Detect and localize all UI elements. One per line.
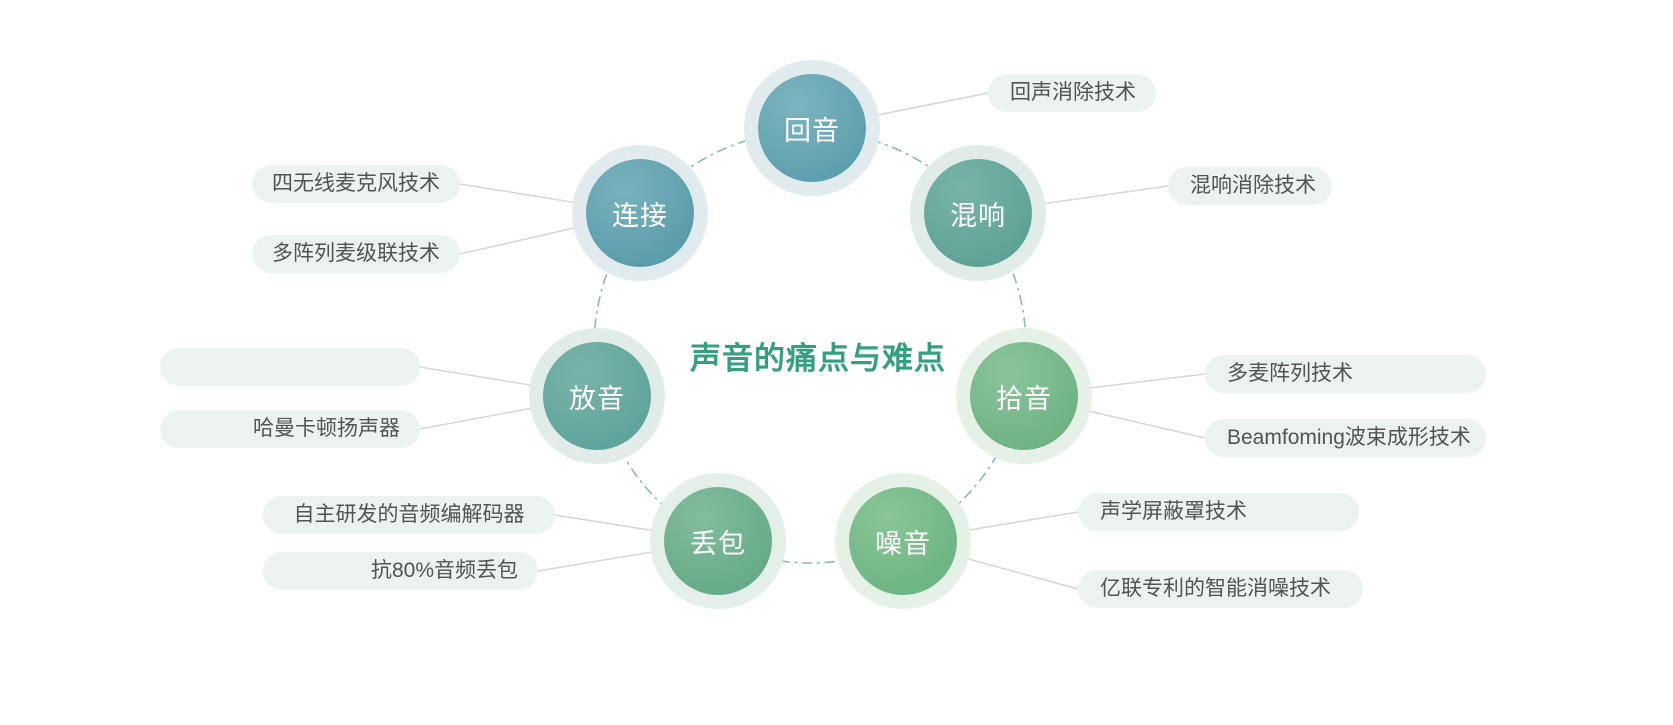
callout-reverb-cancellation: 混响消除技术	[1168, 167, 1332, 205]
callout-audio-codec: 自主研发的音频编解码器	[263, 496, 555, 534]
callout-empty	[160, 348, 420, 386]
diagram-title: 声音的痛点与难点	[690, 341, 946, 376]
callout-packet-loss-resistance: 抗80%音频丢包	[263, 552, 538, 590]
callout-wireless-mic: 四无线麦克风技术	[252, 165, 460, 203]
node-reverb-label: 混响	[950, 200, 1006, 231]
callout-mic-array: 多麦阵列技术	[1205, 355, 1486, 393]
node-noise-label: 噪音	[875, 528, 931, 559]
callout-smart-noise-cancellation: 亿联专利的智能消噪技术	[1078, 570, 1363, 608]
node-echo-label: 回音	[784, 115, 840, 146]
node-pickup: 拾音	[970, 342, 1078, 450]
node-connection: 连接	[586, 159, 694, 267]
callout-beamforming: Beamfoming波束成形技术	[1205, 419, 1486, 457]
callout-mic-cascade: 多阵列麦级联技术	[252, 235, 460, 273]
callout-harman-kardon: 哈曼卡顿扬声器	[160, 410, 420, 448]
node-echo: 回音	[758, 74, 866, 182]
node-reverb: 混响	[924, 159, 1032, 267]
node-playback-label: 放音	[569, 383, 625, 414]
node-playback: 放音	[543, 342, 651, 450]
node-connection-label: 连接	[612, 200, 668, 231]
callout-echo-cancellation: 回声消除技术	[988, 74, 1156, 112]
node-packet-loss-label: 丢包	[690, 528, 746, 559]
node-packet-loss: 丢包	[664, 487, 772, 595]
node-noise: 噪音	[849, 487, 957, 595]
callout-acoustic-shield: 声学屏蔽罩技术	[1078, 493, 1359, 531]
node-pickup-label: 拾音	[996, 383, 1052, 414]
